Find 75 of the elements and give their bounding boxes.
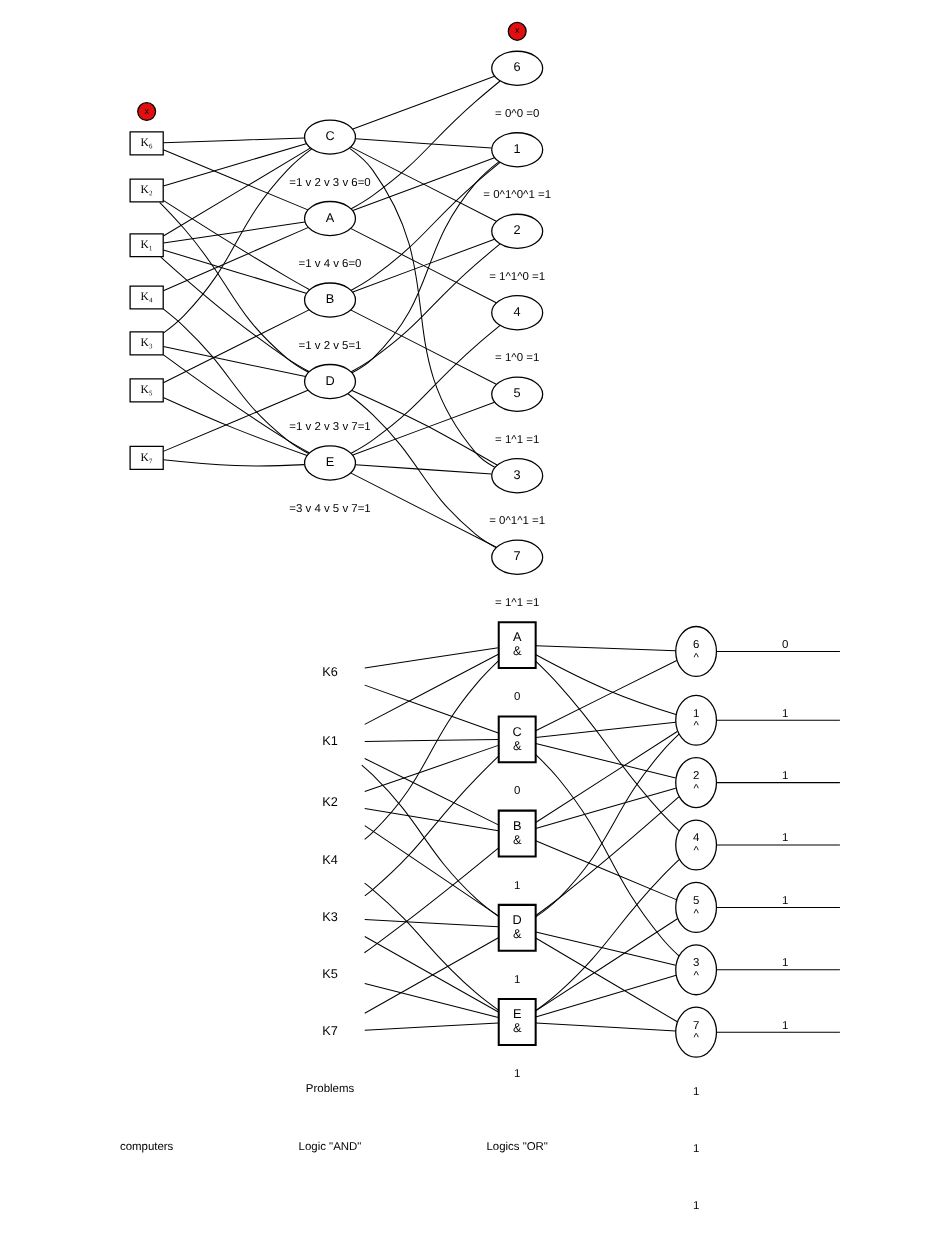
connector (363, 1022, 498, 1031)
connector (534, 659, 677, 732)
connector (346, 393, 496, 549)
connector (161, 227, 308, 292)
connector (161, 148, 312, 334)
connector (351, 157, 495, 211)
connector (363, 755, 499, 897)
connector (534, 840, 676, 901)
connector (363, 757, 498, 826)
connector (715, 844, 840, 846)
connector (350, 390, 497, 466)
connector (363, 739, 498, 742)
connector (534, 1022, 676, 1032)
connector (161, 309, 309, 384)
connector (534, 731, 677, 823)
connector (349, 228, 496, 304)
connector (349, 309, 496, 385)
connector (349, 161, 500, 291)
connector (534, 796, 679, 917)
connector (363, 808, 498, 832)
connector (349, 324, 500, 454)
connector (161, 149, 308, 211)
connector (534, 918, 678, 1012)
connector (349, 80, 500, 210)
connector (363, 653, 498, 725)
connector (363, 882, 499, 1011)
connector (363, 918, 498, 928)
connector (363, 982, 498, 1019)
connector (161, 137, 304, 144)
connector (161, 147, 310, 237)
connector (161, 249, 306, 294)
connector (159, 256, 309, 372)
connector (534, 721, 676, 738)
connector (363, 825, 498, 917)
connector (351, 238, 495, 293)
connector (715, 906, 840, 908)
connector (715, 782, 840, 784)
connector (362, 847, 499, 954)
connector (351, 401, 495, 456)
connector (161, 346, 306, 378)
connector (363, 647, 498, 669)
connector (534, 660, 679, 832)
connector (350, 161, 499, 374)
connector (715, 650, 840, 652)
connector (161, 199, 310, 291)
connector (158, 201, 308, 373)
connector (363, 684, 498, 734)
connector (363, 744, 498, 792)
connector (161, 354, 309, 454)
connector (534, 733, 679, 918)
connector (353, 138, 492, 149)
connector (715, 1031, 840, 1033)
connector (715, 969, 840, 971)
connector (349, 472, 496, 548)
connector (349, 146, 496, 222)
connector (534, 974, 676, 1018)
connector (348, 147, 495, 468)
connector (534, 787, 676, 830)
connector (161, 308, 309, 455)
connector (534, 743, 676, 779)
connector (534, 754, 679, 957)
connector (534, 859, 679, 1012)
connector (360, 764, 498, 917)
connector (351, 75, 495, 130)
connector (715, 719, 840, 721)
connector (363, 660, 498, 840)
connector (534, 931, 676, 966)
connector (353, 464, 492, 475)
connector (349, 243, 500, 373)
connector (161, 459, 304, 467)
connector (534, 654, 676, 716)
connector (534, 937, 677, 1023)
connector (161, 221, 305, 244)
connector (534, 645, 676, 652)
connector (161, 143, 306, 187)
